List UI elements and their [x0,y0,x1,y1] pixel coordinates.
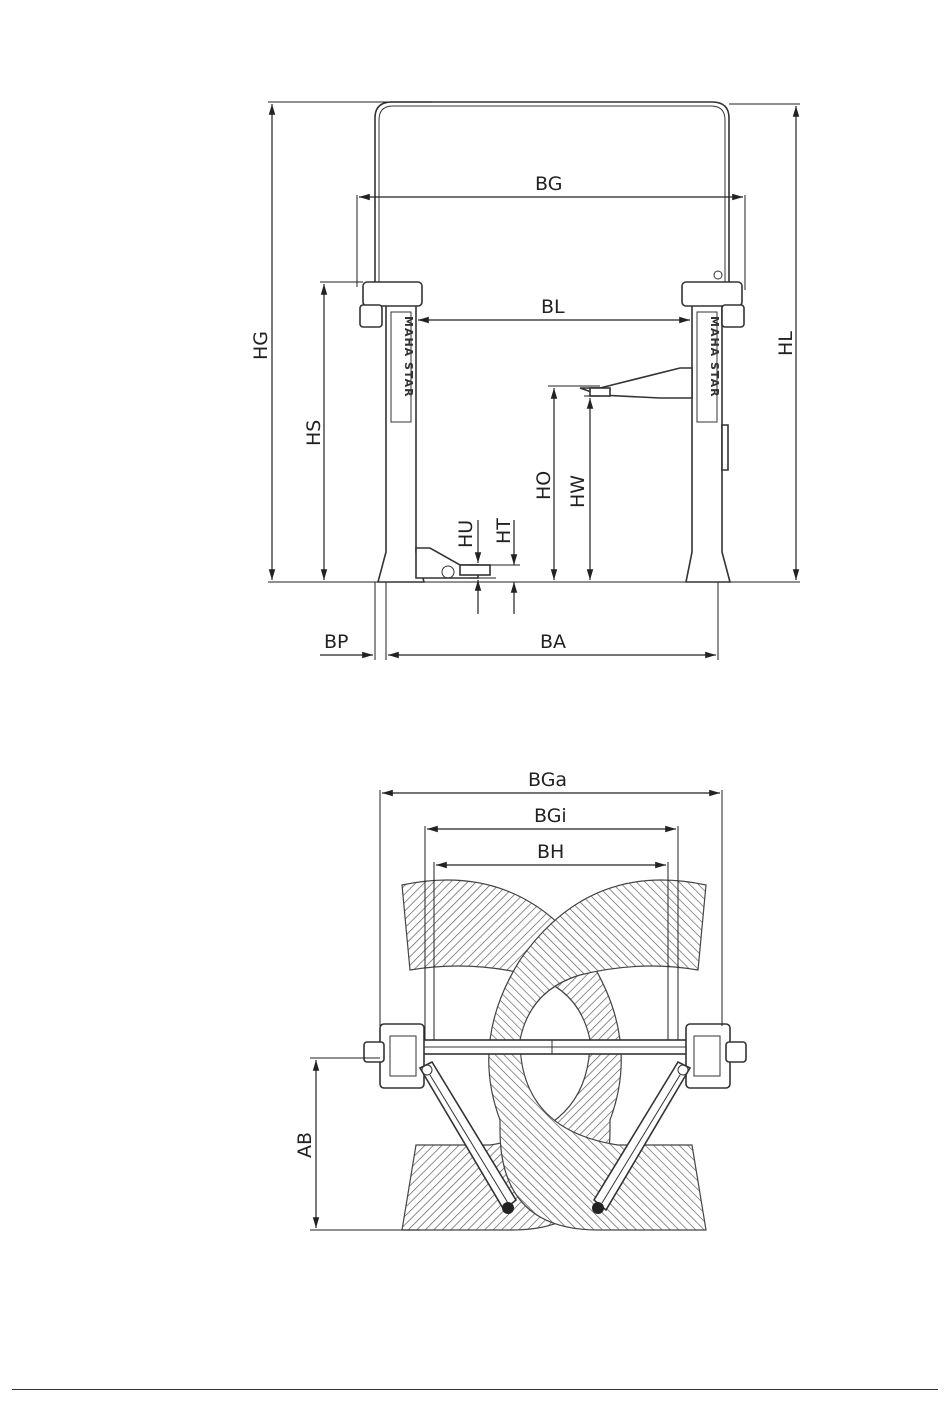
label-hs: HS [303,420,325,446]
label-ho: HO [533,471,555,500]
label-bgi: BGi [534,805,567,827]
right-column-brand: MAHA STAR [708,316,721,398]
right-column-top [686,1024,746,1088]
label-ab: AB [294,1132,316,1158]
label-ba: BA [540,631,566,653]
top-view: BGa BGi BH AB [294,769,746,1230]
label-bga: BGa [528,769,567,791]
label-bp: BP [324,631,349,653]
label-hl: HL [775,331,797,356]
left-column-top [364,1024,424,1088]
label-bl: BL [541,296,565,318]
label-bh: BH [537,841,564,863]
label-ht: HT [493,518,515,544]
left-column-brand: MAHA STAR [402,316,415,398]
side-view: MAHA STAR MAHA STAR HG BG [250,102,800,660]
right-column: MAHA STAR [580,271,744,582]
label-bg: BG [535,173,562,195]
footer-rule [12,1389,938,1390]
label-hw: HW [567,475,589,508]
label-hg: HG [250,331,272,360]
label-hu: HU [455,520,477,548]
